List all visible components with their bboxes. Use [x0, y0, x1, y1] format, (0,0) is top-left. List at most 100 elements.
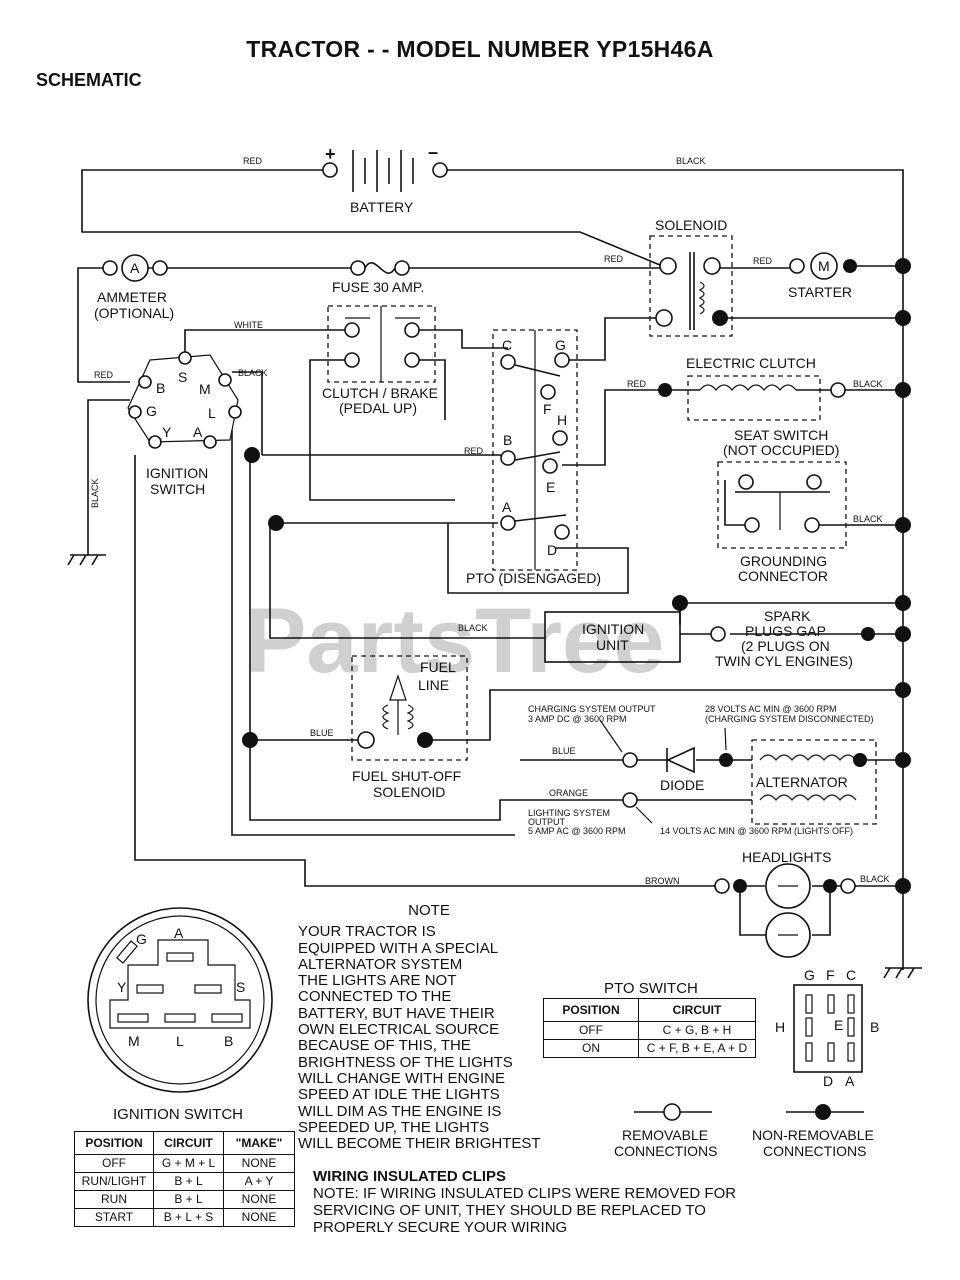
- wire-labels: RED BLACK RED RED WHITE RED BLACK RED BL…: [90, 156, 890, 886]
- pto-detail-c: C: [846, 967, 856, 983]
- ignition-table-title: IGNITION SWITCH: [113, 1106, 243, 1123]
- ammeter-symbol: A: [130, 260, 140, 276]
- fuel-solenoid-label-2: SOLENOID: [373, 784, 445, 800]
- footer-title: WIRING INSULATED CLIPS: [313, 1168, 507, 1185]
- note-line: YOUR TRACTOR IS: [298, 923, 436, 941]
- wire-label-black-clutch: BLACK: [853, 379, 883, 389]
- junction-dots: [242, 258, 911, 894]
- solenoid-label: SOLENOID: [655, 217, 727, 233]
- ign-term-b: B: [156, 380, 165, 396]
- lighting-output-1: LIGHTING SYSTEM: [528, 808, 610, 818]
- pto-term-b: B: [503, 432, 512, 448]
- alternator-label: ALTERNATOR: [756, 774, 848, 790]
- wire-label-black-battery: BLACK: [676, 156, 706, 166]
- table-cell: NONE: [223, 1154, 295, 1173]
- ignition-unit: IGNITION UNIT SPARK PLUGS GAP (2 PLUGS O…: [544, 608, 875, 669]
- table-cell: NONE: [223, 1190, 295, 1209]
- table-cell: OFF: [543, 1021, 639, 1040]
- starter-label: STARTER: [788, 284, 852, 300]
- headlights: HEADLIGHTS: [714, 849, 856, 958]
- connector-label: CONNECTOR: [738, 568, 828, 584]
- table-row: RUN B + L NONE: [74, 1190, 295, 1209]
- note-line: EQUIPPED WITH A SPECIAL: [298, 939, 499, 957]
- ign-detail-y: Y: [117, 979, 127, 995]
- pto-detail-h: H: [775, 1019, 785, 1035]
- pto-detail-a: A: [845, 1073, 855, 1089]
- fuse: FUSE 30 AMP.: [332, 260, 424, 295]
- ignition-unit-label: IGNITION: [582, 621, 644, 637]
- table-cell: C + F, B + E, A + D: [638, 1039, 756, 1058]
- ign-detail-m: M: [128, 1033, 140, 1049]
- wire-label-black-ground: BLACK: [90, 478, 100, 508]
- charging-output-1: CHARGING SYSTEM OUTPUT: [528, 704, 656, 714]
- ignition-switch-label: IGNITION: [146, 465, 208, 481]
- pto-detail-f: F: [826, 967, 835, 983]
- pto-switch-detail: G F C H E B D A: [775, 967, 879, 1089]
- table-cell: OFF: [74, 1154, 154, 1173]
- page-title: TRACTOR - - MODEL NUMBER YP15H46A: [246, 36, 714, 62]
- note-line: BATTERY, BUT HAVE THEIR: [298, 1004, 495, 1022]
- note-line: WILL DIM AS THE ENGINE IS: [298, 1102, 502, 1120]
- note-line: SPEED AT IDLE THE LIGHTS: [298, 1086, 500, 1104]
- ign-term-s: S: [178, 369, 187, 385]
- battery-label: BATTERY: [350, 199, 414, 215]
- headlights-label: HEADLIGHTS: [742, 849, 831, 865]
- note-line: SPEEDED UP, THE LIGHTS: [298, 1118, 490, 1136]
- wire-label-orange: ORANGE: [549, 788, 588, 798]
- grounding-label: GROUNDING: [740, 553, 827, 569]
- ignition-switch-detail: G A Y S M L B: [87, 907, 273, 1093]
- volts-28-1: 28 VOLTS AC MIN @ 3600 RPM: [705, 704, 837, 714]
- pto-detail-d: D: [823, 1073, 833, 1089]
- wire-label-red-pto: RED: [464, 446, 484, 456]
- table-row: ON C + F, B + E, A + D: [543, 1039, 756, 1058]
- pto-term-h: H: [557, 412, 567, 428]
- connection-legend: REMOVABLE CONNECTIONS NON-REMOVABLE CONN…: [614, 1103, 874, 1159]
- volts-14: 14 VOLTS AC MIN @ 3600 RPM (LIGHTS OFF): [660, 826, 853, 836]
- battery: + – BATTERY: [322, 142, 448, 215]
- table-cell: B + L: [153, 1190, 224, 1209]
- wire-label-black-ignunit: BLACK: [458, 623, 488, 633]
- table-row: RUN/LIGHT B + L A + Y: [74, 1172, 295, 1191]
- wire-label-black-seat: BLACK: [853, 514, 883, 524]
- legend-removable-2: CONNECTIONS: [614, 1143, 717, 1159]
- fuel-line-label: LINE: [418, 677, 449, 693]
- wire-label-red-ign: RED: [94, 370, 114, 380]
- clutch-brake-switch: CLUTCH / BRAKE (PEDAL UP): [322, 305, 438, 416]
- wire-label-black-headlight: BLACK: [860, 874, 890, 884]
- pto-term-g: G: [555, 337, 566, 353]
- footer-line: NOTE: IF WIRING INSULATED CLIPS WERE REM…: [313, 1185, 737, 1202]
- table-cell: RUN: [74, 1190, 154, 1209]
- wire-label-brown: BROWN: [645, 876, 680, 886]
- pto-term-a: A: [502, 499, 512, 515]
- ignition-unit-label-2: UNIT: [596, 637, 629, 653]
- fuel-label: FUEL: [420, 659, 456, 675]
- pto-detail-e: E: [834, 1017, 843, 1033]
- wires: [67, 169, 922, 979]
- battery-minus: –: [428, 142, 438, 162]
- footer-line: SERVICING OF UNIT, THEY SHOULD BE REPLAC…: [313, 1202, 706, 1219]
- note-line: BRIGHTNESS OF THE LIGHTS: [298, 1053, 513, 1071]
- wire-label-black-ign: BLACK: [238, 368, 268, 378]
- clutch-brake-note: (PEDAL UP): [339, 400, 417, 416]
- electric-clutch: ELECTRIC CLUTCH: [658, 355, 846, 421]
- table-header: CIRCUIT: [153, 1131, 224, 1155]
- ign-detail-b: B: [224, 1033, 233, 1049]
- ign-detail-l: L: [176, 1033, 184, 1049]
- wire-label-white: WHITE: [234, 320, 263, 330]
- wire-label-red-starter: RED: [753, 256, 773, 266]
- lighting-output-2: OUTPUT: [528, 817, 566, 827]
- wire-label-red-clutch: RED: [627, 379, 647, 389]
- ignition-switch: B S M G L Y A IGNITION SWITCH: [127, 351, 242, 497]
- electric-clutch-label: ELECTRIC CLUTCH: [686, 355, 816, 371]
- solenoid: SOLENOID: [649, 217, 733, 337]
- pto-term-c: C: [502, 337, 512, 353]
- pto-table-title: PTO SWITCH: [604, 980, 698, 997]
- table-row: START B + L + S NONE: [74, 1208, 295, 1227]
- table-header-row: POSITION CIRCUIT: [543, 998, 756, 1022]
- note-line: WILL BECOME THEIR BRIGHTEST: [298, 1135, 541, 1153]
- table-cell: C + G, B + H: [638, 1021, 756, 1040]
- ammeter-label: AMMETER: [97, 289, 167, 305]
- note-line: OWN ELECTRICAL SOURCE: [298, 1021, 500, 1039]
- legend-removable-1: REMOVABLE: [622, 1127, 708, 1143]
